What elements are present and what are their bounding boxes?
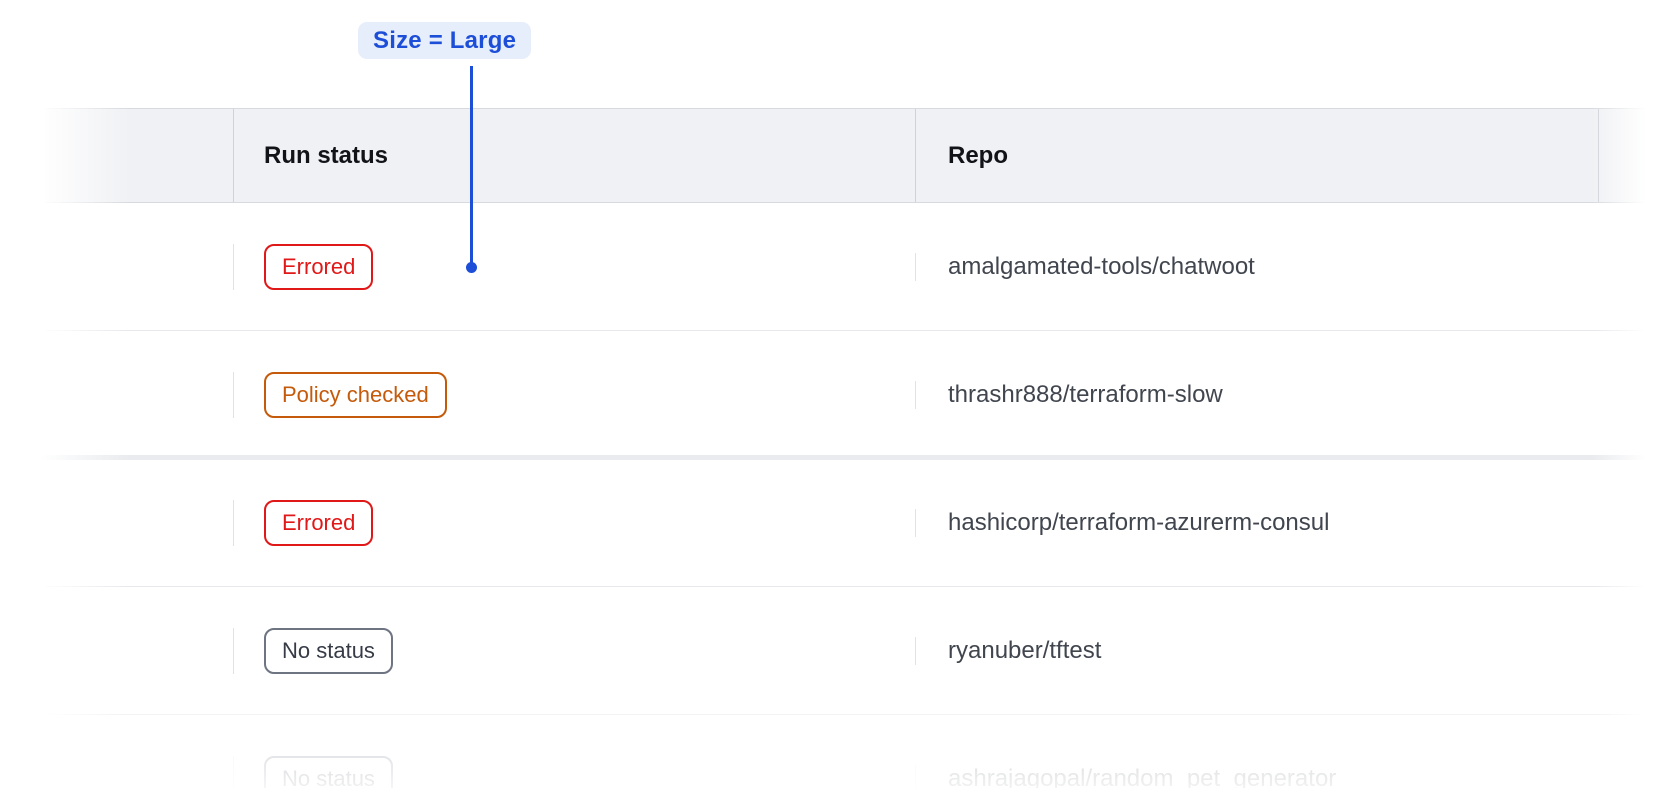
table-body: Errored amalgamated-tools/chatwoot Polic… — [45, 203, 1672, 788]
column-header-blank — [45, 109, 233, 202]
table-row[interactable]: No status ashrajagopal/random_pet_genera… — [45, 715, 1672, 788]
table-header-row: Run status Repo — [45, 108, 1672, 203]
repo-name: hashicorp/terraform-azurerm-consul — [948, 508, 1330, 536]
annotation-pointer-dot — [466, 262, 477, 273]
table-row[interactable]: Errored amalgamated-tools/chatwoot — [45, 203, 1672, 331]
run-status-badge: No status — [264, 755, 393, 788]
annotation-pointer-line — [470, 66, 473, 263]
row-cell-run-status: Policy checked — [233, 371, 915, 418]
column-header-trailing — [1598, 109, 1672, 202]
run-status-badge: Errored — [264, 499, 374, 546]
table-row[interactable]: Errored hashicorp/terraform-azurerm-cons… — [45, 459, 1672, 587]
run-status-badge: Errored — [264, 243, 374, 290]
size-annotation-label: Size = Large — [358, 22, 532, 59]
repo-name: ryanuber/tftest — [948, 636, 1102, 664]
run-status-badge: No status — [264, 627, 393, 674]
repo-name: amalgamated-tools/chatwoot — [948, 252, 1255, 280]
row-cell-run-status: Errored — [233, 499, 915, 546]
run-status-badge: Policy checked — [264, 371, 447, 418]
row-cell-repo: amalgamated-tools/chatwoot — [915, 252, 1598, 281]
column-header-run-status: Run status — [233, 109, 915, 202]
repo-name: ashrajagopal/random_pet_generator — [948, 764, 1337, 788]
row-cell-repo: ashrajagopal/random_pet_generator — [915, 764, 1598, 788]
row-cell-repo: hashicorp/terraform-azurerm-consul — [915, 508, 1598, 537]
row-cell-repo: ryanuber/tftest — [915, 636, 1598, 665]
column-header-repo: Repo — [915, 109, 1598, 202]
row-cell-run-status: No status — [233, 755, 915, 788]
table-row[interactable]: No status ryanuber/tftest — [45, 587, 1672, 715]
table-row[interactable]: Policy checked thrashr888/terraform-slow — [45, 331, 1672, 459]
row-cell-repo: thrashr888/terraform-slow — [915, 380, 1598, 409]
runs-table: Run status Repo Errored amalgamated-tool… — [45, 108, 1672, 788]
row-cell-run-status: Errored — [233, 243, 915, 290]
repo-name: thrashr888/terraform-slow — [948, 380, 1223, 408]
row-cell-run-status: No status — [233, 627, 915, 674]
